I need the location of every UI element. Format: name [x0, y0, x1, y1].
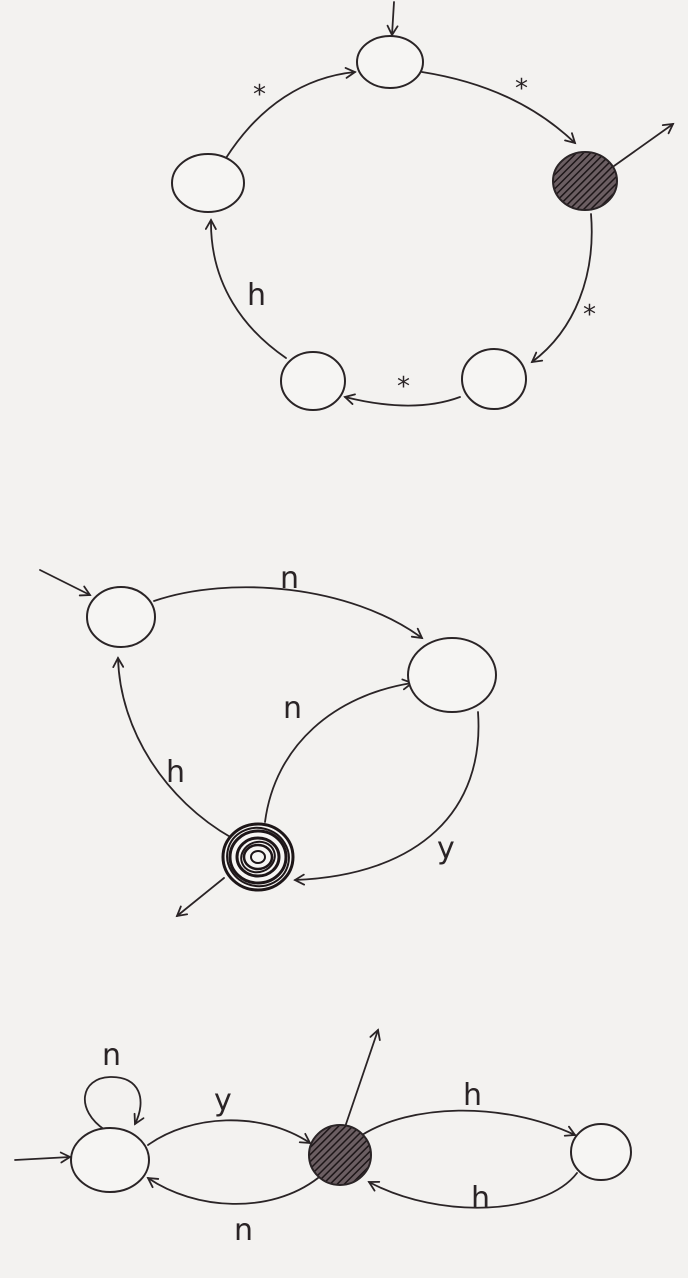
state-t-right — [407, 637, 497, 713]
c-middle-final-arrow — [344, 1028, 381, 1128]
label-t-top-left-to-t-right: n — [280, 561, 299, 596]
edge-p-right-to-p-bottom-right — [530, 213, 593, 364]
state-p-bottom-left — [280, 351, 346, 411]
triangle-diagram: n n y h — [39, 561, 497, 918]
label-p-bottom-right-to-p-bottom-left: * — [397, 372, 410, 402]
t-top-left-initial-arrow — [39, 569, 92, 597]
label-p-top-to-p-right: * — [515, 74, 528, 104]
edge-c-left-self-loop — [84, 1076, 145, 1131]
label-c-middle-to-c-right: h — [463, 1078, 482, 1113]
edge-p-left-to-p-top — [225, 67, 357, 159]
edge-p-top-to-p-right — [421, 71, 577, 145]
pentagon-diagram: * * * h * — [171, 1, 675, 411]
state-c-middle-accepting — [308, 1124, 372, 1186]
edge-t-right-to-t-bottom — [293, 711, 480, 886]
state-p-left — [171, 153, 245, 213]
state-t-top-left — [86, 586, 156, 648]
edge-p-bottom-right-to-p-bottom-left — [343, 393, 461, 407]
edge-t-bottom-to-t-top-left — [112, 656, 233, 839]
label-c-middle-to-c-left: n — [234, 1213, 253, 1248]
edge-p-bottom-left-to-p-left — [204, 218, 287, 359]
edge-c-left-to-c-middle — [147, 1119, 312, 1146]
state-c-left — [70, 1127, 150, 1193]
label-p-bottom-left-to-p-left: h — [247, 278, 266, 313]
state-p-bottom-right — [461, 348, 527, 410]
label-c-left-self-loop: n — [102, 1038, 121, 1073]
label-p-right-to-p-bottom-right: * — [583, 300, 596, 330]
state-p-top — [356, 35, 424, 89]
edge-c-right-to-c-middle — [367, 1172, 578, 1209]
edge-c-middle-to-c-left — [146, 1176, 319, 1205]
label-p-left-to-p-top: * — [253, 80, 266, 110]
state-p-right-accepting — [552, 151, 618, 211]
p-top-initial-arrow — [386, 1, 399, 37]
state-c-right — [570, 1123, 632, 1181]
t-bottom-final-arrow — [175, 877, 225, 918]
label-t-bottom-to-t-top-left: h — [166, 755, 185, 790]
p-right-final-arrow — [613, 122, 675, 167]
label-t-bottom-to-t-right: n — [283, 691, 302, 726]
chain-diagram: n y n h h — [14, 1028, 632, 1248]
c-left-initial-arrow — [14, 1151, 72, 1164]
label-t-right-to-t-bottom: y — [437, 831, 455, 866]
label-c-right-to-c-middle: h — [471, 1181, 490, 1216]
state-t-bottom-accepting — [221, 822, 295, 892]
label-c-left-to-c-middle: y — [214, 1083, 232, 1118]
edge-t-top-left-to-t-right — [153, 586, 424, 640]
edge-c-middle-to-c-right — [361, 1109, 577, 1137]
edge-t-bottom-to-t-right — [264, 678, 414, 823]
